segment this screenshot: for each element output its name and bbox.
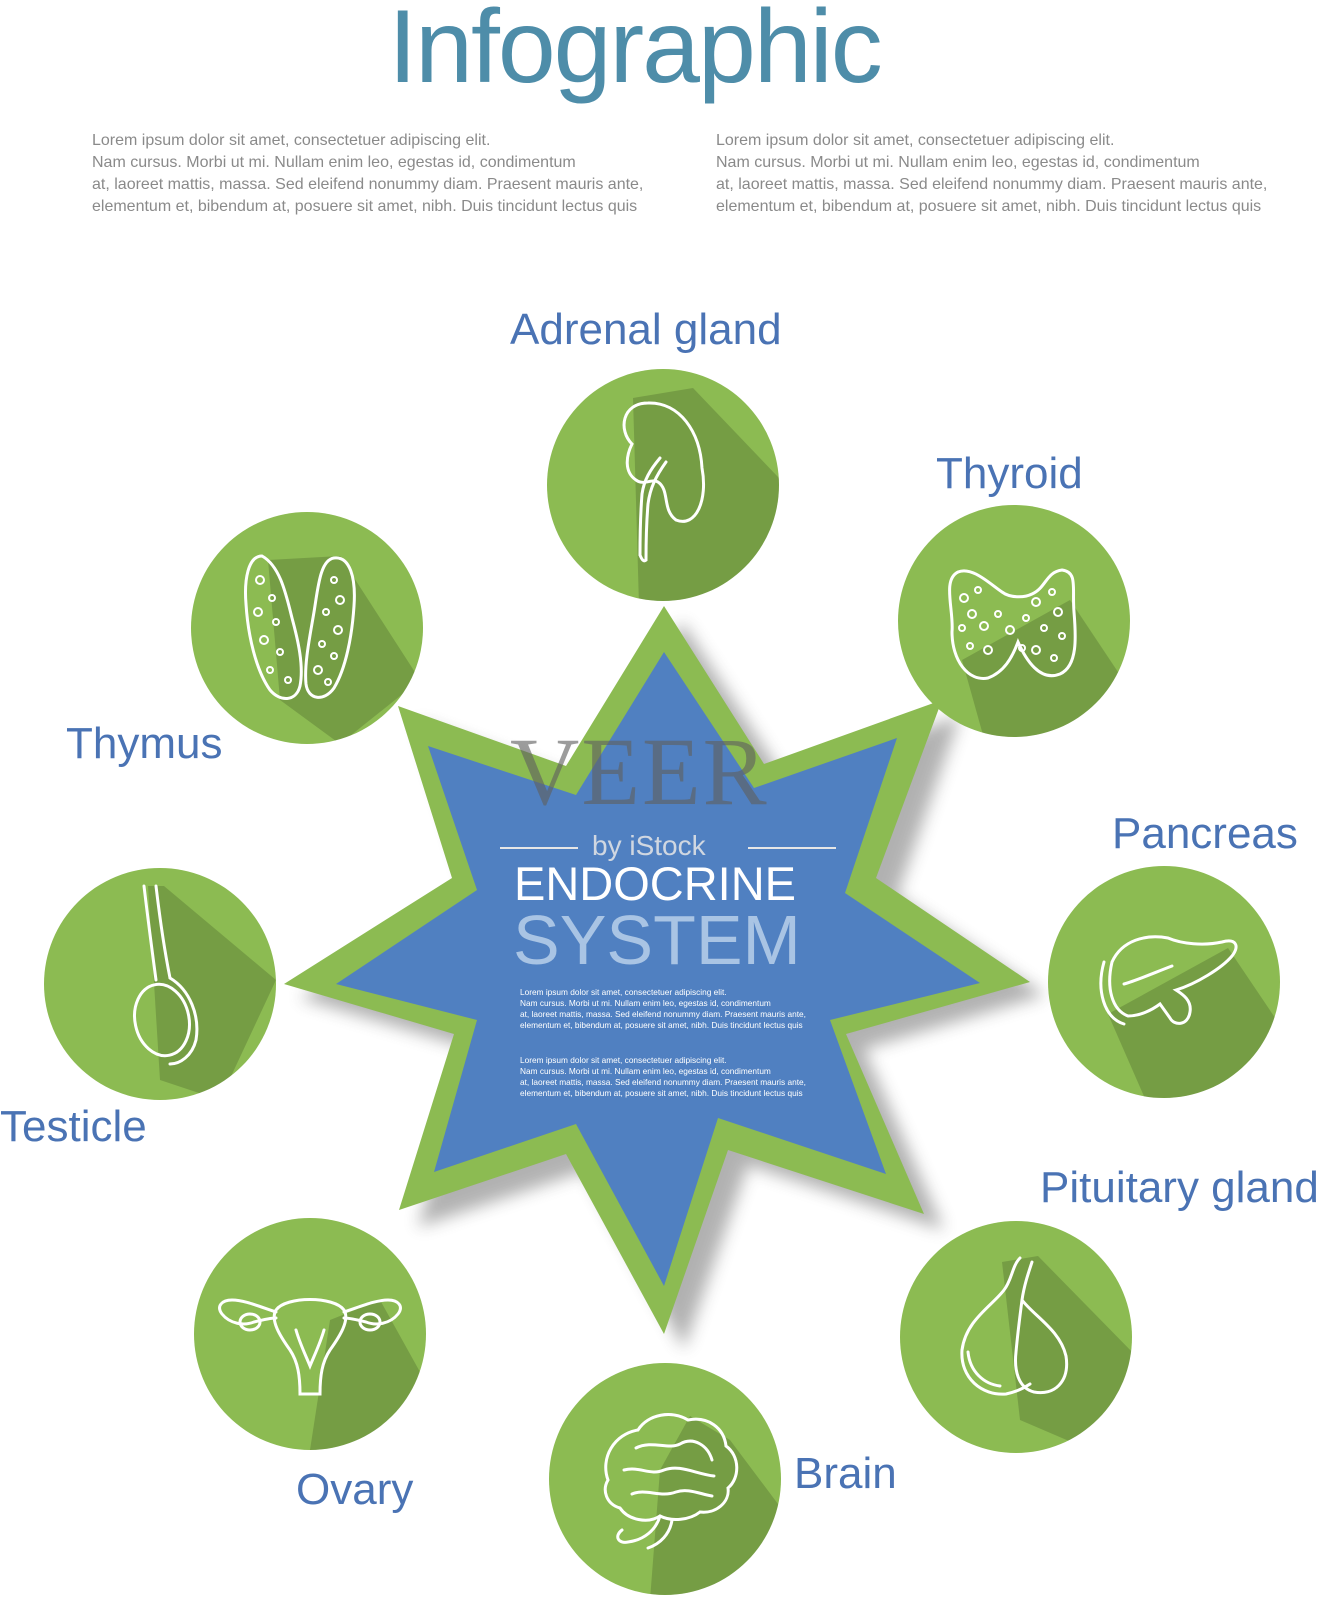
center-body-line: at, laoreet mattis, massa. Sed eleifend … [520, 1009, 806, 1019]
label-adrenal-gland: Adrenal gland [510, 305, 782, 354]
intro-left-line: Lorem ipsum dolor sit amet, consectetuer… [92, 132, 491, 149]
uterus-icon [218, 1298, 402, 1396]
center-body-line: Lorem ipsum dolor sit amet, consectetuer… [520, 1055, 727, 1065]
watermark-logo: VEER [510, 718, 769, 825]
gland-circle-adrenal[interactable] [547, 369, 800, 640]
center-body-line: at, laoreet mattis, massa. Sed eleifend … [520, 1077, 806, 1087]
intro-left-line: at, laoreet mattis, massa. Sed eleifend … [92, 176, 644, 193]
thyroid-icon [948, 568, 1077, 680]
gland-circle-thyroid[interactable] [898, 505, 1150, 760]
center-body-line: elementum et, bibendum at, posuere sit a… [520, 1020, 803, 1030]
gland-circle-pituitary[interactable] [900, 1221, 1140, 1453]
center-body-line: Lorem ipsum dolor sit amet, consectetuer… [520, 987, 727, 997]
intro-left-line: Nam cursus. Morbi ut mi. Nullam enim leo… [92, 154, 576, 171]
star-inner [336, 652, 980, 1286]
gland-circle-testicle[interactable] [44, 868, 276, 1100]
label-brain: Brain [794, 1449, 897, 1498]
intro-left-line: elementum et, bibendum at, posuere sit a… [92, 198, 638, 215]
center-subtitle: SYSTEM [513, 901, 801, 979]
intro-right-line: Nam cursus. Morbi ut mi. Nullam enim leo… [716, 154, 1200, 171]
intro-text-right: Lorem ipsum dolor sit amet, consectetuer… [716, 130, 1276, 218]
thymus-icon [244, 554, 356, 700]
center-body-text: Lorem ipsum dolor sit amet, consectetuer… [520, 987, 820, 1031]
label-ovary: Ovary [296, 1465, 414, 1514]
page-title: Infographic [388, 0, 883, 105]
gland-circle-brain[interactable] [549, 1363, 790, 1600]
center-body-text: Lorem ipsum dolor sit amet, consectetuer… [520, 1055, 820, 1099]
brain-icon [603, 1413, 739, 1550]
label-pituitary-gland: Pituitary gland [1040, 1163, 1319, 1212]
intro-right-line: elementum et, bibendum at, posuere sit a… [716, 198, 1262, 215]
label-thyroid: Thyroid [936, 449, 1083, 498]
label-pancreas: Pancreas [1112, 809, 1298, 858]
pancreas-icon [1099, 935, 1238, 1026]
intro-text-left: Lorem ipsum dolor sit amet, consectetuer… [92, 130, 652, 218]
center-title: ENDOCRINE [514, 857, 797, 910]
center-body-line: elementum et, bibendum at, posuere sit a… [520, 1088, 803, 1098]
gland-circle-thymus[interactable] [191, 512, 423, 744]
label-thymus: Thymus [66, 719, 223, 768]
intro-right-line: Lorem ipsum dolor sit amet, consectetuer… [716, 132, 1115, 149]
gland-circle-ovary[interactable] [194, 1218, 430, 1450]
center-body-line: Nam cursus. Morbi ut mi. Nullam enim leo… [520, 998, 771, 1008]
kidney-icon [622, 401, 706, 563]
gland-circle-pancreas[interactable] [1048, 866, 1290, 1110]
label-testicle: Testicle [0, 1102, 147, 1151]
center-body-line: Nam cursus. Morbi ut mi. Nullam enim leo… [520, 1066, 771, 1076]
pituitary-icon [960, 1256, 1069, 1396]
intro-right-line: at, laoreet mattis, massa. Sed eleifend … [716, 176, 1268, 193]
testicle-icon [133, 884, 199, 1066]
watermark-subtext: by iStock [592, 830, 706, 861]
